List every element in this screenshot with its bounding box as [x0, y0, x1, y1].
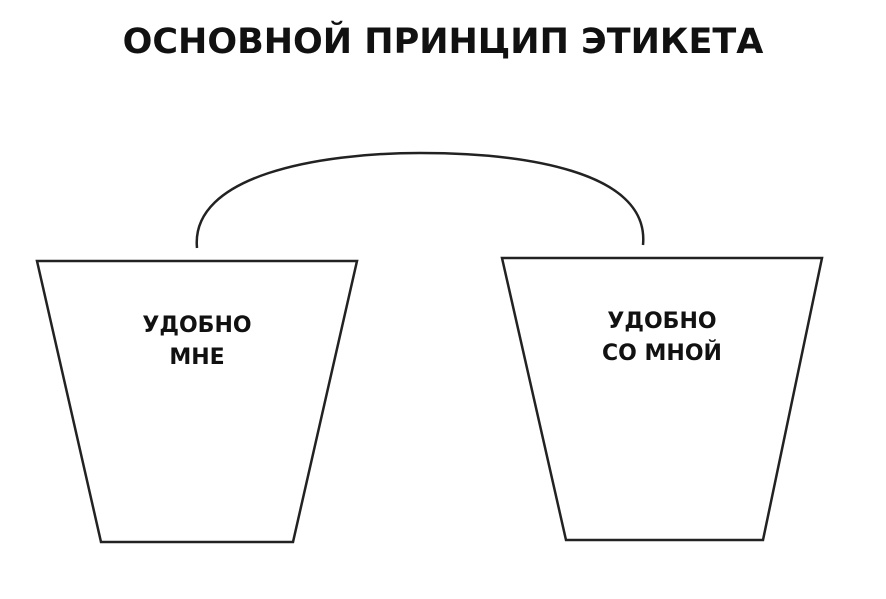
left-bucket — [35, 259, 359, 544]
left-label-line2: МНЕ — [169, 345, 225, 370]
connecting-arc — [195, 151, 645, 249]
left-bucket-label: УДОБНО МНЕ — [97, 310, 297, 374]
right-bucket — [500, 256, 824, 542]
diagram-title: ОСНОВНОЙ ПРИНЦИП ЭТИКЕТА — [122, 22, 764, 62]
left-label-line1: УДОБНО — [142, 313, 252, 338]
right-label-line1: УДОБНО — [607, 309, 717, 334]
right-label-line2: СО МНОЙ — [602, 341, 722, 366]
right-bucket-label: УДОБНО СО МНОЙ — [562, 306, 762, 370]
